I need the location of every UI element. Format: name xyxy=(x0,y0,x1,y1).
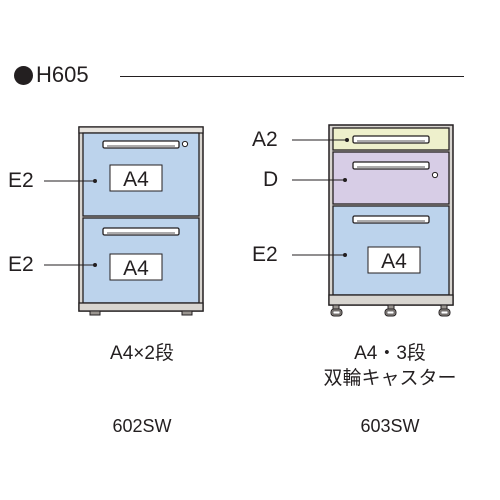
adjuster-foot xyxy=(181,310,193,316)
callout-d: D xyxy=(263,168,279,191)
drawer-handle xyxy=(352,135,430,144)
leader-dot xyxy=(345,138,349,142)
drawer-label-card xyxy=(367,246,421,274)
leader-lines xyxy=(44,138,349,267)
header-title: H605 xyxy=(36,62,89,87)
drawer-label-card xyxy=(109,253,163,281)
cabinet-602sw-plinth xyxy=(78,302,204,312)
drawer-603sw-d xyxy=(332,151,450,205)
cabinet-602sw: A4 A4 xyxy=(78,126,204,316)
leader-dot xyxy=(93,263,97,267)
header-bullet xyxy=(14,66,33,85)
drawer-handle xyxy=(352,161,430,170)
callout-a2: A2 xyxy=(252,128,278,151)
adjuster-foot xyxy=(89,310,101,316)
caption-603sw-line2: 双輪キャスター xyxy=(323,368,457,389)
caster-icon xyxy=(330,304,343,317)
caption-603sw-line1: A4・3段 xyxy=(354,343,426,364)
callout-e2: E2 xyxy=(8,169,34,192)
drawer-label-card xyxy=(109,164,163,192)
leader-dot xyxy=(343,253,347,257)
callout-e2: E2 xyxy=(252,243,278,266)
leader-dot xyxy=(93,179,97,183)
cabinet-603sw: A4 xyxy=(328,124,454,317)
cabinet-603sw-base xyxy=(328,294,454,306)
lock-icon xyxy=(181,140,189,148)
header-rule xyxy=(120,76,464,77)
drawer-label-a4: A4 xyxy=(123,257,149,280)
drawer-handle xyxy=(102,227,180,236)
lock-icon xyxy=(431,171,439,179)
caption-602sw: A4×2段 xyxy=(110,343,174,364)
leader-dot xyxy=(343,178,347,182)
cabinet-602sw-top xyxy=(78,126,204,134)
drawer-label-a4: A4 xyxy=(123,168,149,191)
model-603sw: 603SW xyxy=(360,416,420,436)
drawer-label-a4: A4 xyxy=(381,250,407,273)
drawer-handle xyxy=(352,215,430,224)
model-602sw: 602SW xyxy=(112,416,172,436)
drawer-handle xyxy=(102,140,180,149)
caster-icon xyxy=(384,304,397,317)
callout-e2: E2 xyxy=(8,253,34,276)
caster-icon xyxy=(438,304,451,317)
